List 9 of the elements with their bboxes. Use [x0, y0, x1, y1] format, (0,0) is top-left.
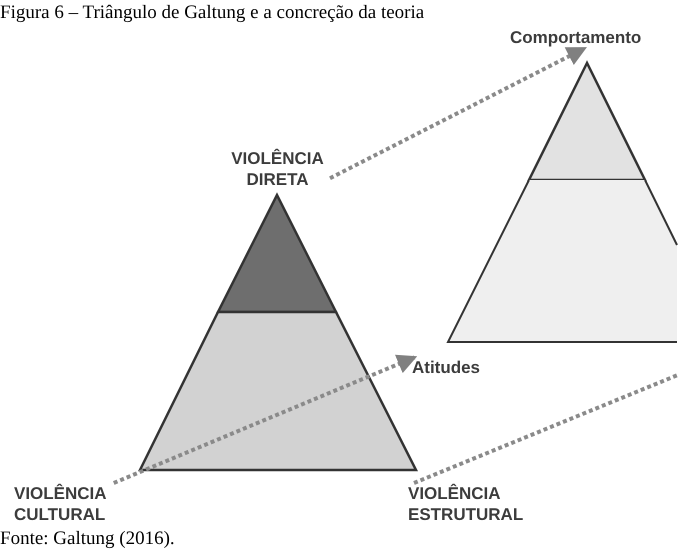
- figure-title: Figura 6 – Triângulo de Galtung e a concreção da teoria: [0, 2, 424, 24]
- dotted-arrow: [329, 46, 587, 180]
- vertex-label: VIOLÊNCIA DIRETA: [225, 148, 330, 190]
- dotted-arrow: [112, 354, 418, 485]
- vertex-label: Atitudes: [412, 357, 582, 378]
- vertex-label: VIOLÊNCIA ESTRUTURAL: [408, 483, 528, 525]
- vertex-label: VIOLÊNCIA CULTURAL: [14, 483, 119, 525]
- source-caption: Fonte: Galtung (2016).: [0, 528, 175, 550]
- vertex-label: Comportamento: [510, 27, 670, 48]
